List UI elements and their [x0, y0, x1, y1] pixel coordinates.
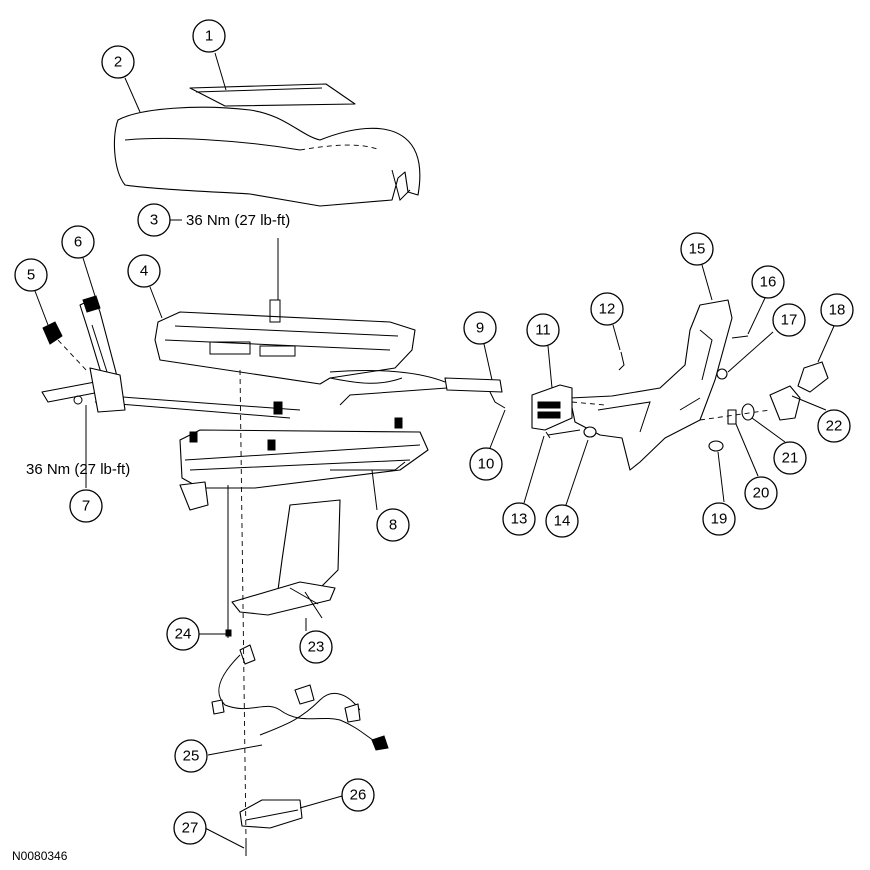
svg-text:10: 10: [478, 456, 495, 473]
svg-text:27: 27: [182, 820, 199, 837]
callout-12: 12: [590, 292, 624, 326]
axis-dash-right: [699, 409, 771, 421]
install-path-27: [239, 369, 247, 841]
svg-text:25: 25: [183, 748, 200, 765]
callout-7: 7: [69, 489, 103, 523]
torque-label-item-3: 36 Nm (27 lb-ft): [186, 212, 290, 229]
callout-8: 8: [376, 508, 410, 542]
clip-part-19: [708, 440, 724, 452]
callout-2: 2: [101, 45, 135, 79]
callout-18: 18: [820, 293, 854, 327]
svg-text:24: 24: [175, 626, 192, 643]
clip-part-12: [618, 351, 625, 371]
svg-text:20: 20: [753, 485, 770, 502]
callout-21: 21: [773, 441, 807, 475]
svg-text:3: 3: [150, 212, 158, 229]
wiring-harness-part: [211, 644, 389, 751]
svg-text:26: 26: [350, 787, 367, 804]
svg-text:21: 21: [782, 450, 799, 467]
callout-24: 24: [166, 617, 200, 651]
svg-text:15: 15: [689, 241, 706, 258]
leader-lines: [34, 52, 835, 849]
callout-26: 26: [341, 778, 375, 812]
callout-6: 6: [61, 225, 95, 259]
callout-5: 5: [14, 258, 48, 292]
svg-text:2: 2: [114, 54, 122, 71]
callout-1: 1: [192, 19, 226, 53]
seat-switch-part: [531, 384, 606, 431]
bracket-part: [231, 581, 336, 619]
callout-4: 4: [127, 254, 161, 288]
svg-text:5: 5: [27, 267, 35, 284]
callout-17: 17: [772, 303, 806, 337]
svg-text:4: 4: [140, 263, 148, 280]
knob-part-17: [716, 368, 728, 380]
pin-part-16: [731, 335, 749, 339]
seat-track-assembly-part: [179, 401, 429, 591]
knob-part-22: [769, 385, 801, 421]
svg-text:22: 22: [826, 418, 843, 435]
screw-part-13: [545, 429, 581, 439]
actuator-rod-part: [329, 369, 506, 409]
svg-text:19: 19: [711, 511, 728, 528]
lever-handle-part-18: [797, 361, 829, 393]
callout-27: 27: [173, 811, 207, 845]
svg-text:6: 6: [74, 234, 82, 251]
upper-seat-frame-part: [154, 299, 416, 385]
callout-14: 14: [545, 504, 579, 538]
spacer-part-20: [727, 409, 737, 425]
control-module-part: [239, 799, 303, 829]
svg-text:23: 23: [308, 639, 325, 656]
svg-text:1: 1: [205, 28, 213, 45]
svg-text:14: 14: [554, 513, 571, 530]
callout-25: 25: [174, 739, 208, 773]
front-rod-part: [41, 367, 301, 419]
svg-text:7: 7: [82, 498, 90, 515]
callout-20: 20: [744, 476, 778, 510]
bushing-part-21: [741, 403, 755, 421]
bolt-head-24: [225, 629, 232, 637]
svg-text:11: 11: [535, 322, 551, 339]
seat-cushion-part: [113, 106, 421, 207]
callout-13: 13: [502, 502, 536, 536]
callout-15: 15: [680, 232, 714, 266]
svg-text:13: 13: [511, 511, 528, 528]
callout-23: 23: [299, 630, 333, 664]
figure-id: N0080346: [12, 849, 68, 863]
callout-10: 10: [469, 447, 503, 481]
callout-16: 16: [751, 265, 785, 299]
washer-part-14: [583, 426, 597, 438]
svg-text:12: 12: [599, 301, 616, 318]
callout-19: 19: [702, 502, 736, 536]
callout-22: 22: [817, 409, 851, 443]
side-shield-part: [569, 299, 733, 471]
svg-text:17: 17: [781, 312, 798, 329]
svg-text:16: 16: [760, 274, 777, 291]
callout-9: 9: [463, 311, 497, 345]
torque-label-item-7: 36 Nm (27 lb-ft): [26, 461, 130, 478]
svg-text:8: 8: [389, 517, 397, 534]
connector-part: [42, 321, 89, 373]
cushion-pad-part: [189, 83, 356, 107]
callout-11: 11: [526, 313, 560, 347]
svg-text:9: 9: [476, 320, 484, 337]
svg-text:18: 18: [829, 302, 846, 319]
callout-3: 3: [137, 203, 171, 237]
